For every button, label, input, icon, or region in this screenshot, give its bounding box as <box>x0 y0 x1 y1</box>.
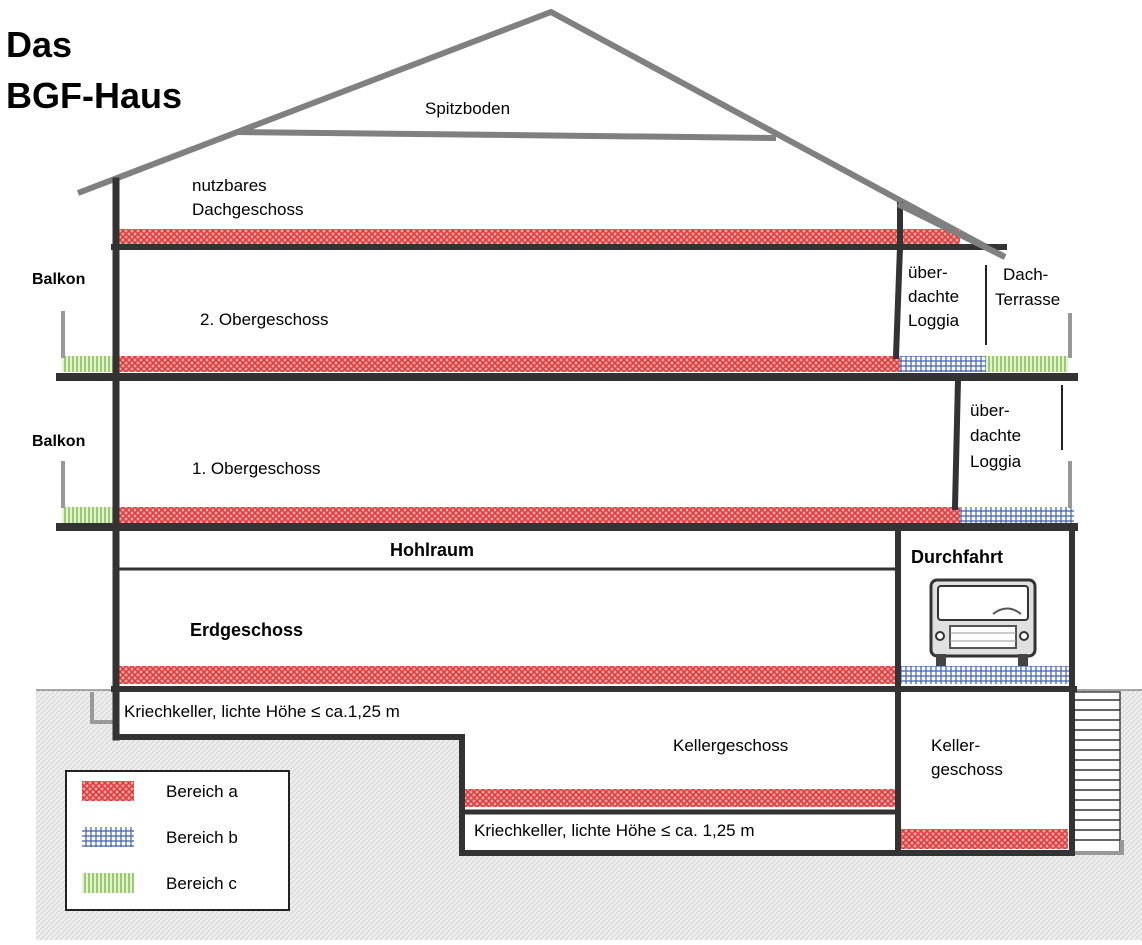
label-loggia-mid-2: dachte <box>970 426 1021 445</box>
building-structure <box>56 177 1078 856</box>
label-loggia-top-1: über- <box>908 263 948 282</box>
area-b-durchfahrt <box>900 666 1072 684</box>
label-dachterrasse-1: Dach- <box>1003 265 1048 284</box>
title-line-1: Das <box>6 24 72 65</box>
legend-swatch-c <box>82 873 134 893</box>
legend-swatch-b <box>82 827 134 847</box>
vehicle-icon <box>929 578 1037 666</box>
area-b-og1-loggia <box>960 507 1074 523</box>
area-a-eg <box>114 666 898 684</box>
label-loggia-top-2: dachte <box>908 287 959 306</box>
label-kellergeschoss-right-2: geschoss <box>931 760 1003 779</box>
legend-label-c: Bereich c <box>166 874 237 893</box>
roof <box>76 8 1007 260</box>
label-kellergeschoss-right-1: Keller- <box>931 736 980 755</box>
label-dachgeschoss-2: Dachgeschoss <box>192 200 304 219</box>
label-kellergeschoss: Kellergeschoss <box>673 736 788 755</box>
legend: Bereich a Bereich b Bereich c <box>65 770 290 911</box>
area-c-og2-terrace <box>986 356 1068 372</box>
legend-label-a: Bereich a <box>166 782 238 801</box>
separators <box>985 265 1063 450</box>
area-b-og2-loggia <box>900 356 986 372</box>
label-loggia-top-3: Loggia <box>908 311 960 330</box>
title-line-2: BGF-Haus <box>6 75 182 116</box>
label-hohlraum: Hohlraum <box>390 540 474 560</box>
label-loggia-mid-1: über- <box>970 401 1010 420</box>
label-durchfahrt: Durchfahrt <box>911 547 1003 567</box>
area-a-og1 <box>114 507 960 523</box>
area-a-dachgeschoss <box>114 229 960 244</box>
railings <box>61 311 1072 508</box>
legend-swatch-a <box>82 781 134 801</box>
label-kriechkeller-bottom: Kriechkeller, lichte Höhe ≤ ca. 1,25 m <box>474 821 755 840</box>
label-og1: 1. Obergeschoss <box>192 459 321 478</box>
exterior-stairs <box>1069 691 1124 855</box>
label-erdgeschoss: Erdgeschoss <box>190 620 303 640</box>
label-balkon-top: Balkon <box>32 271 85 288</box>
label-dachterrasse-2: Terrasse <box>995 290 1060 309</box>
basement-right-interior <box>898 692 1070 853</box>
label-og2: 2. Obergeschoss <box>200 310 329 329</box>
lightwell-left <box>90 692 116 724</box>
label-spitzboden: Spitzboden <box>425 99 510 118</box>
roof-eave-right <box>896 201 1007 260</box>
label-dachgeschoss-1: nutzbares <box>192 176 267 195</box>
area-a-og2 <box>114 356 900 372</box>
area-c-og2-balkon <box>62 356 114 372</box>
label-loggia-mid-3: Loggia <box>970 452 1022 471</box>
area-a-keller <box>462 789 896 807</box>
area-a-keller-right <box>900 829 1068 849</box>
legend-label-b: Bereich b <box>166 828 238 847</box>
label-kriechkeller-left: Kriechkeller, lichte Höhe ≤ ca.1,25 m <box>124 702 400 721</box>
area-c-og1-balkon <box>62 507 114 523</box>
floor-areas <box>62 229 1074 849</box>
label-balkon-mid: Balkon <box>32 433 85 450</box>
